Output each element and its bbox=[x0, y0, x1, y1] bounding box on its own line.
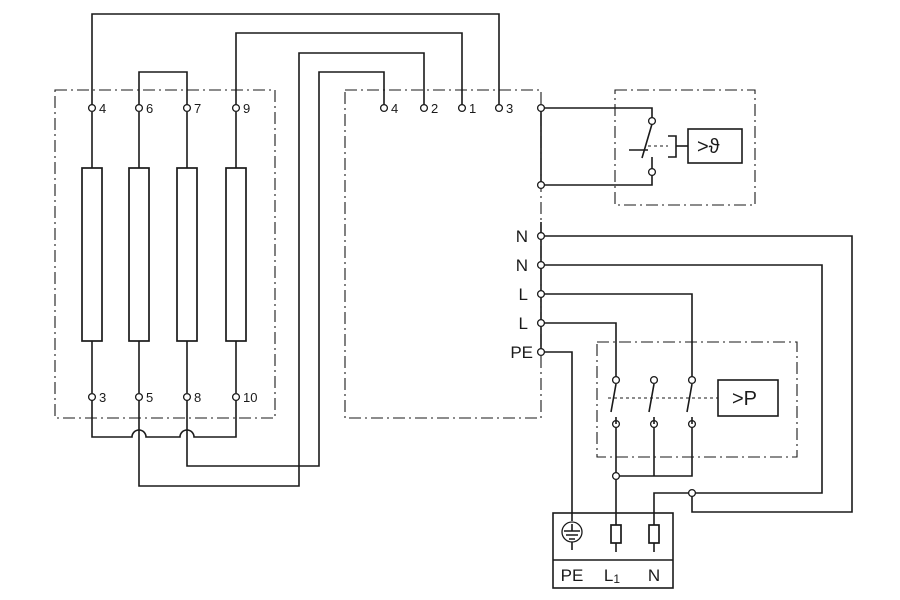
terminal-junction-n bbox=[687, 488, 697, 498]
terminal-h9 bbox=[231, 103, 241, 113]
wire-thermostat-a bbox=[541, 107, 653, 118]
terminal-pe bbox=[536, 347, 546, 357]
terminal-c2 bbox=[419, 103, 429, 113]
heating-element-4 bbox=[225, 167, 247, 342]
thermostat-symbol: >ϑ bbox=[697, 136, 720, 158]
wire-thermostat-b bbox=[541, 175, 653, 186]
fuse-n bbox=[648, 524, 660, 544]
labels: 4 6 7 9 3 5 8 10 4 2 1 3 N N L L PE PE L… bbox=[99, 101, 660, 586]
heating-element-3 bbox=[176, 167, 198, 342]
terminal-h3 bbox=[87, 392, 97, 402]
terminal-h7 bbox=[182, 103, 192, 113]
supply-label-n: N bbox=[648, 566, 660, 585]
label-h10: 10 bbox=[243, 390, 257, 405]
terminal-c4 bbox=[379, 103, 389, 113]
wire-n2 bbox=[541, 264, 823, 525]
wire-pe bbox=[541, 351, 573, 521]
terminal-n2 bbox=[536, 260, 546, 270]
fuse-l1 bbox=[610, 524, 622, 544]
pressure-switch-block-outline bbox=[596, 341, 798, 458]
terminal-h10 bbox=[231, 392, 241, 402]
heating-element-1 bbox=[81, 167, 103, 342]
wire-h3-h10-bridge bbox=[91, 397, 237, 438]
terminal-edge-mid bbox=[536, 180, 546, 190]
heater-block-outline bbox=[54, 89, 276, 419]
pressure-switch: >P bbox=[610, 379, 779, 424]
pressure-symbol: >P bbox=[732, 388, 757, 410]
label-pe: PE bbox=[510, 343, 533, 362]
supply-label-l1: L1 bbox=[604, 566, 620, 586]
label-l1: L bbox=[519, 285, 528, 304]
supply-terminal-block bbox=[552, 512, 674, 589]
wire-h5-c2 bbox=[138, 52, 425, 487]
supply-label-l1-main: L bbox=[604, 566, 613, 585]
terminal-h8 bbox=[182, 392, 192, 402]
thermostat-block-outline bbox=[614, 89, 756, 206]
supply-label-l1-sub: 1 bbox=[613, 572, 620, 586]
terminal-c3 bbox=[494, 103, 504, 113]
label-c4: 4 bbox=[391, 101, 398, 116]
terminal-ps-3a bbox=[687, 375, 697, 385]
terminal-l2 bbox=[536, 318, 546, 328]
pressure-sensor-box bbox=[717, 379, 779, 417]
wire-l2 bbox=[541, 322, 617, 380]
label-c3: 3 bbox=[506, 101, 513, 116]
label-l2: L bbox=[519, 314, 528, 333]
terminal-h6 bbox=[134, 103, 144, 113]
terminals bbox=[87, 103, 697, 498]
controller-block-outline bbox=[344, 89, 542, 419]
thermostat-switch: >ϑ bbox=[629, 123, 743, 169]
terminal-thermo-top bbox=[647, 116, 657, 126]
terminal-h5 bbox=[134, 392, 144, 402]
terminal-l1 bbox=[536, 289, 546, 299]
terminal-ps-1a bbox=[611, 375, 621, 385]
wire-ps-top bbox=[615, 380, 655, 382]
label-n2: N bbox=[516, 256, 528, 275]
terminal-junction-l1 bbox=[611, 471, 621, 481]
supply-label-pe: PE bbox=[561, 566, 584, 585]
wires bbox=[91, 13, 853, 525]
terminal-n1 bbox=[536, 231, 546, 241]
label-c2: 2 bbox=[431, 101, 438, 116]
terminal-thermo-bottom bbox=[647, 167, 657, 177]
terminal-c1 bbox=[457, 103, 467, 113]
terminal-ps-2a bbox=[649, 375, 659, 385]
terminal-h4 bbox=[87, 103, 97, 113]
wire-h4-c3 bbox=[91, 13, 500, 108]
label-h6: 6 bbox=[146, 101, 153, 116]
label-h7: 7 bbox=[194, 101, 201, 116]
label-n1: N bbox=[516, 227, 528, 246]
wire-h8-c4 bbox=[186, 71, 385, 467]
thermostat-sensor-box bbox=[687, 128, 743, 164]
wire-ps-bridge bbox=[616, 424, 693, 477]
label-h4: 4 bbox=[99, 101, 106, 116]
wire-h6-h7 bbox=[138, 71, 188, 108]
terminal-edge-top bbox=[536, 103, 546, 113]
label-c1: 1 bbox=[469, 101, 476, 116]
label-h5: 5 bbox=[146, 390, 153, 405]
label-h8: 8 bbox=[194, 390, 201, 405]
heating-element-2 bbox=[128, 167, 150, 342]
wire-n1 bbox=[541, 235, 853, 513]
label-h9: 9 bbox=[243, 101, 250, 116]
wire-h9-c1 bbox=[235, 32, 463, 108]
wire-l1 bbox=[541, 293, 693, 380]
label-h3: 3 bbox=[99, 390, 106, 405]
